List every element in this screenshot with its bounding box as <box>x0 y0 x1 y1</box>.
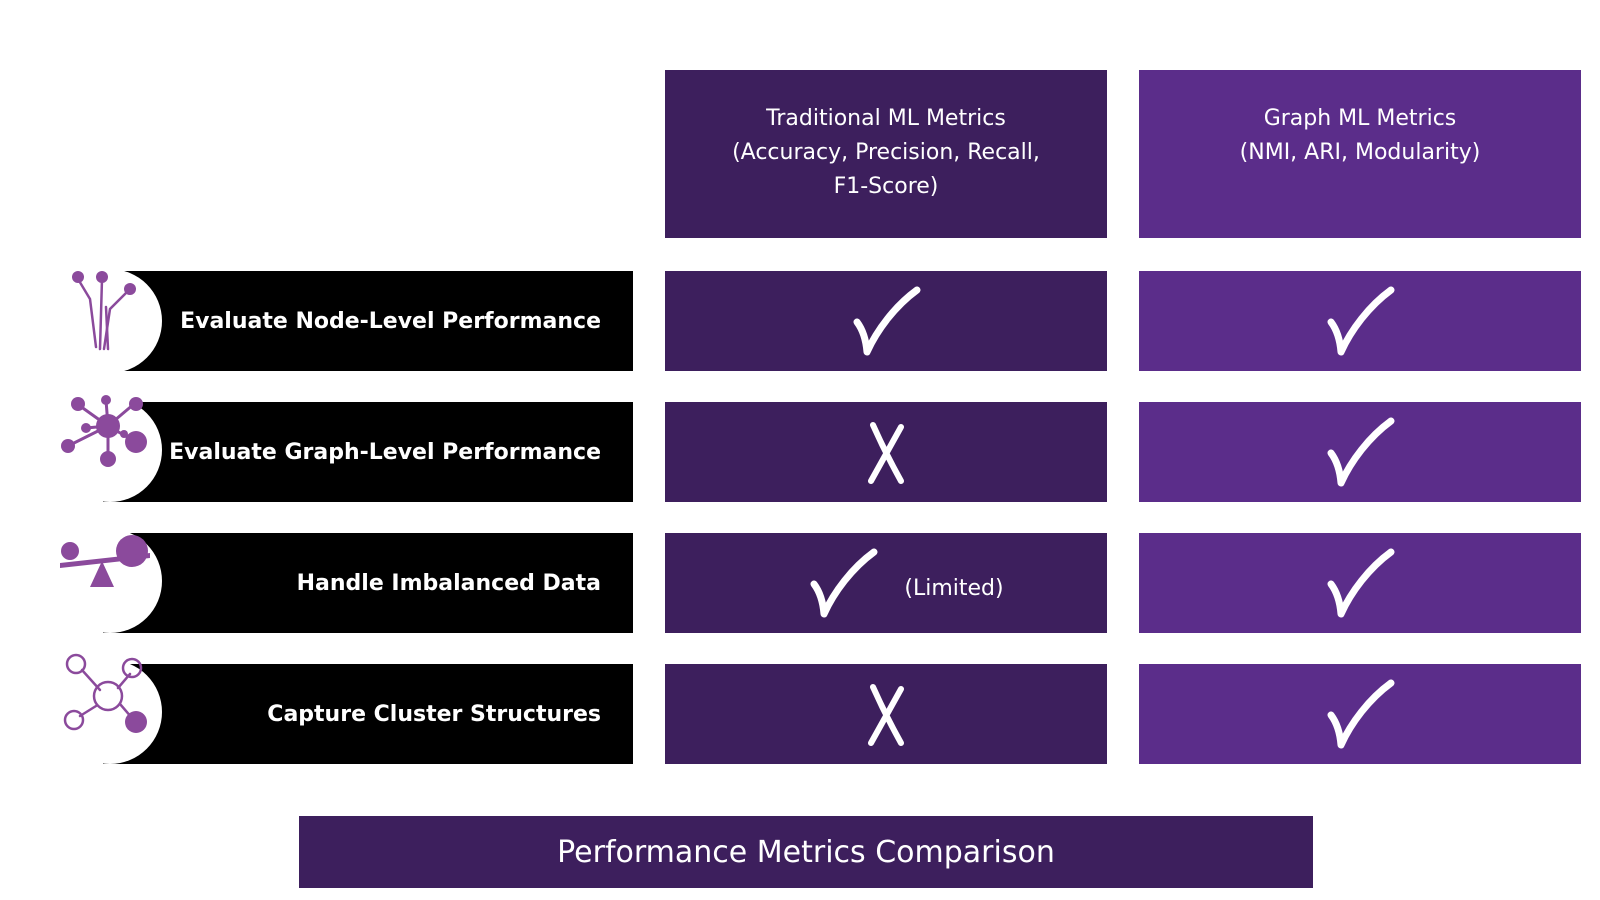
row-label-text: Evaluate Graph-Level Performance <box>169 439 601 465</box>
cell-cluster-graph <box>1139 664 1581 764</box>
comparison-title-banner: Performance Metrics Comparison <box>299 816 1313 888</box>
cell-node-level-traditional <box>665 271 1107 371</box>
row-label-text: Evaluate Node-Level Performance <box>180 308 601 334</box>
check-icon <box>1327 548 1395 618</box>
limited-support: (Limited) <box>768 548 1004 618</box>
row-label-graph-level: Evaluate Graph-Level Performance <box>103 402 633 502</box>
cell-node-level-graph <box>1139 271 1581 371</box>
check-icon <box>1327 286 1395 356</box>
check-icon <box>853 286 921 356</box>
circuit-nodes-icon <box>72 271 136 351</box>
cross-icon <box>868 684 904 746</box>
check-icon <box>1327 679 1395 749</box>
check-icon <box>1327 417 1395 487</box>
row-label-cluster-structures: Capture Cluster Structures <box>103 664 633 764</box>
row-label-node-level: Evaluate Node-Level Performance <box>103 271 633 371</box>
row-label-text: Capture Cluster Structures <box>267 701 601 727</box>
icon-backdrop <box>58 269 162 373</box>
cell-imbalanced-graph <box>1139 533 1581 633</box>
limited-note: (Limited) <box>904 575 1004 601</box>
cluster-nodes-icon <box>63 653 147 733</box>
header-graph-ml: Graph ML Metrics (NMI, ARI, Modularity) <box>1139 70 1581 238</box>
comparison-title: Performance Metrics Comparison <box>557 834 1055 870</box>
header-traditional-line-3: F1-Score) <box>833 174 939 199</box>
seesaw-balance-icon <box>60 535 150 587</box>
header-traditional-line-2: (Accuracy, Precision, Recall, <box>732 140 1040 165</box>
network-hub-icon <box>61 395 147 467</box>
check-icon <box>810 548 878 618</box>
row-label-imbalanced-data: Handle Imbalanced Data <box>103 533 633 633</box>
header-traditional-line-1: Traditional ML Metrics <box>766 106 1006 131</box>
row-label-text: Handle Imbalanced Data <box>296 570 601 596</box>
cross-icon <box>868 422 904 484</box>
header-graph-line-2: (NMI, ARI, Modularity) <box>1239 140 1481 165</box>
cell-cluster-traditional <box>665 664 1107 764</box>
header-graph-line-1: Graph ML Metrics <box>1263 106 1457 131</box>
cell-graph-level-traditional <box>665 402 1107 502</box>
cell-graph-level-graph <box>1139 402 1581 502</box>
cell-imbalanced-traditional: (Limited) <box>665 533 1107 633</box>
header-traditional-ml: Traditional ML Metrics (Accuracy, Precis… <box>665 70 1107 238</box>
